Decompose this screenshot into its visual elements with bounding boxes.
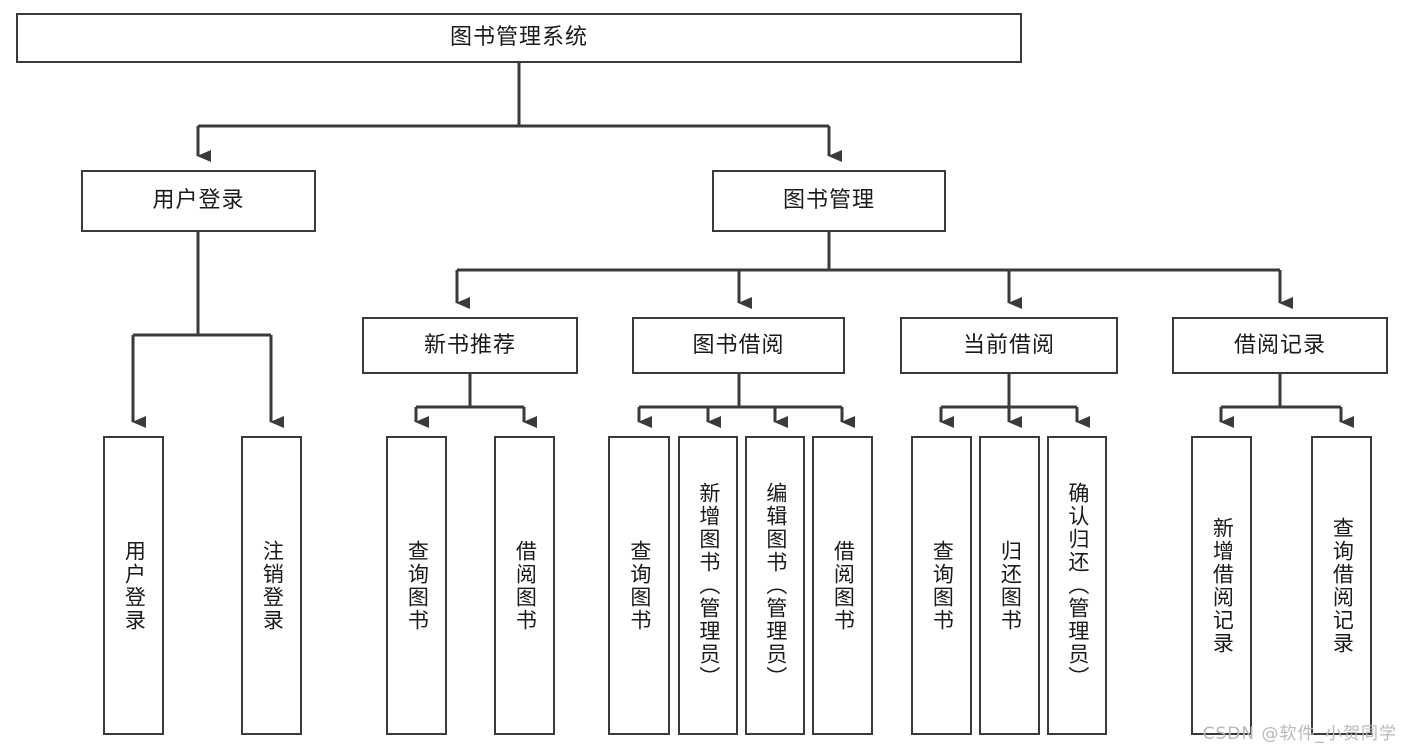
node-label: 编辑图书（管理员）	[763, 482, 788, 689]
leaf-query-book-recommend[interactable]: 查询图书	[386, 436, 447, 735]
node-label: 图书管理系统	[449, 25, 588, 51]
node-label: 归还图书	[998, 539, 1023, 632]
node-label: 借阅记录	[1233, 332, 1326, 358]
leaf-query-book-borrow[interactable]: 查询图书	[608, 436, 670, 735]
leaf-borrow-book[interactable]: 借阅图书	[812, 436, 873, 735]
node-user-login[interactable]: 用户登录	[81, 170, 316, 232]
node-label: 当前借阅	[962, 332, 1055, 358]
leaf-add-book-admin[interactable]: 新增图书（管理员）	[678, 436, 738, 735]
node-label: 查询图书	[930, 539, 955, 632]
node-label: 借阅图书	[831, 539, 856, 632]
node-borrow-record[interactable]: 借阅记录	[1172, 317, 1388, 374]
leaf-add-borrow-record[interactable]: 新增借阅记录	[1191, 436, 1252, 735]
node-label: 查询借阅记录	[1330, 516, 1355, 655]
node-label: 新增借阅记录	[1210, 516, 1235, 655]
node-book-borrow[interactable]: 图书借阅	[632, 317, 845, 374]
node-label: 确认归还（管理员）	[1065, 482, 1090, 689]
node-label: 图书管理	[782, 188, 875, 214]
node-current-borrow[interactable]: 当前借阅	[900, 317, 1118, 374]
node-label: 查询图书	[627, 539, 652, 632]
node-label: 新增图书（管理员）	[696, 482, 721, 689]
node-label: 新书推荐	[423, 332, 516, 358]
node-root-system[interactable]: 图书管理系统	[16, 13, 1022, 63]
leaf-confirm-return-admin[interactable]: 确认归还（管理员）	[1047, 436, 1107, 735]
node-label: 图书借阅	[692, 332, 785, 358]
node-label: 用户登录	[152, 188, 245, 214]
node-new-book-recommend[interactable]: 新书推荐	[362, 317, 578, 374]
node-label: 用户登录	[122, 539, 147, 632]
leaf-borrow-book-recommend[interactable]: 借阅图书	[494, 436, 555, 735]
leaf-user-login[interactable]: 用户登录	[103, 436, 164, 735]
leaf-logout[interactable]: 注销登录	[241, 436, 302, 735]
node-book-management[interactable]: 图书管理	[712, 170, 946, 232]
leaf-return-book[interactable]: 归还图书	[979, 436, 1040, 735]
node-label: 查询图书	[405, 539, 430, 632]
leaf-edit-book-admin[interactable]: 编辑图书（管理员）	[745, 436, 805, 735]
leaf-query-borrow-record[interactable]: 查询借阅记录	[1311, 436, 1372, 735]
leaf-query-book-current[interactable]: 查询图书	[911, 436, 972, 735]
node-label: 注销登录	[260, 539, 285, 632]
node-label: 借阅图书	[513, 539, 538, 632]
